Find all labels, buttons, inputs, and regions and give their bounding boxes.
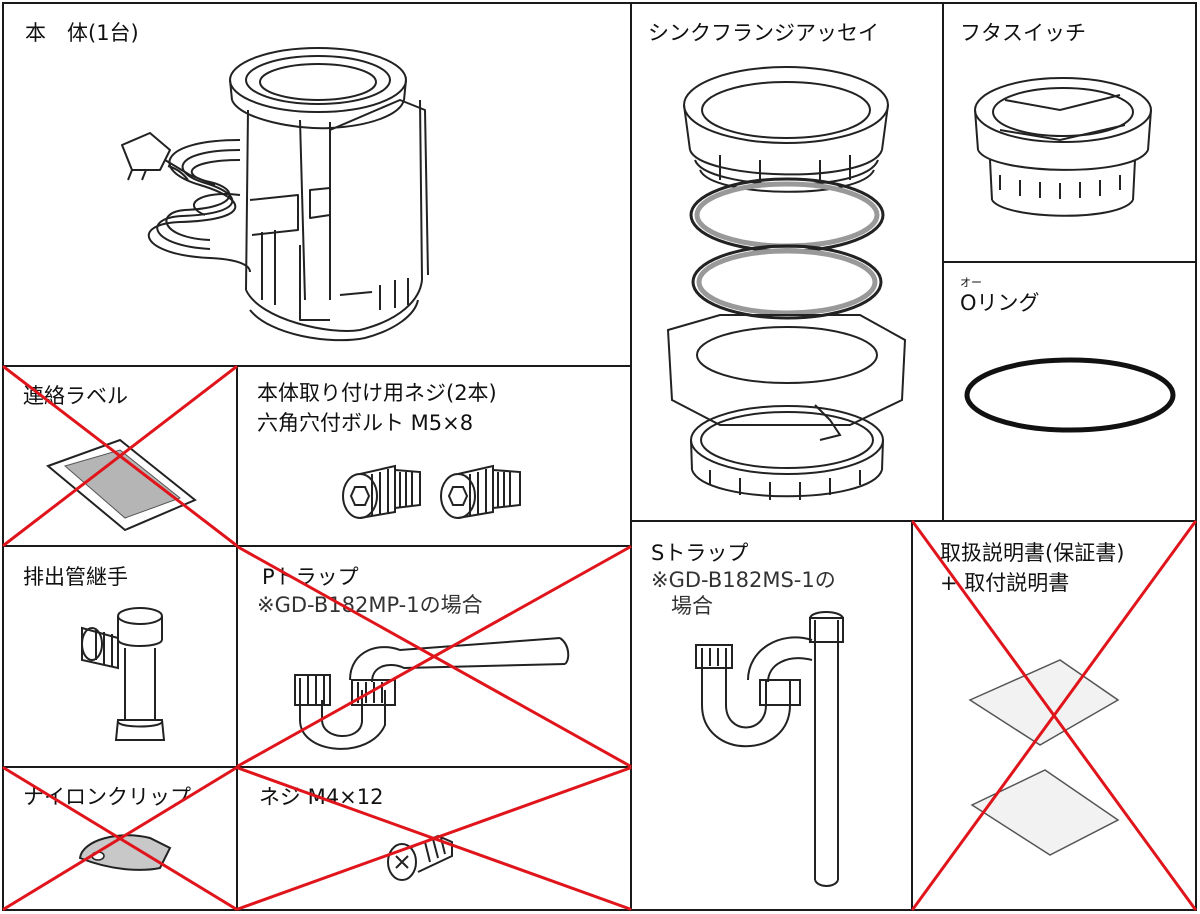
mount-screws-title: 本体取り付け用ネジ(2本) — [257, 381, 497, 405]
screw-m4-cross-b — [236, 766, 632, 911]
s-trap-note-line2: 場合 — [671, 594, 713, 618]
cell-lid-switch: フタスイッチ — [943, 3, 1196, 262]
cell-drain-joint: 排出管継手 — [3, 546, 237, 767]
cell-manuals: 取扱説明書(保証書) + 取付説明書 — [912, 521, 1196, 910]
lid-switch-title: フタスイッチ — [960, 21, 1086, 45]
o-ring-title: Oリング — [960, 291, 1040, 315]
contact-label-cross-b — [2, 365, 238, 547]
cell-s-trap: Sトラップ ※GD-B182MS-1の 場合 — [631, 521, 912, 910]
drain-joint-title: 排出管継手 — [23, 565, 128, 589]
s-trap-note-line1: ※GD-B182MS-1の — [651, 568, 836, 592]
p-trap-note: ※GD-B182MP-1の場合 — [257, 593, 483, 617]
s-trap-title: Sトラップ — [651, 541, 749, 565]
p-trap-cross-b — [236, 545, 632, 768]
sink-flange-title: シンクフランジアッセイ — [648, 21, 879, 45]
manuals-title: 取扱説明書(保証書) — [940, 541, 1125, 565]
manuals-cross-b — [911, 520, 1197, 911]
main-unit-title: 本 体(1台) — [25, 21, 139, 45]
nylon-clip-cross-b — [2, 766, 238, 911]
cell-main-unit: 本 体(1台) — [3, 3, 631, 366]
mount-screws-subtitle: 六角穴付ボルト M5×8 — [257, 411, 474, 435]
cell-o-ring: オー Oリング — [943, 262, 1196, 521]
cell-mount-screws: 本体取り付け用ネジ(2本) 六角穴付ボルト M5×8 — [237, 366, 631, 546]
o-ring-ruby: オー — [960, 276, 982, 289]
cell-sink-flange: シンクフランジアッセイ — [631, 3, 943, 521]
